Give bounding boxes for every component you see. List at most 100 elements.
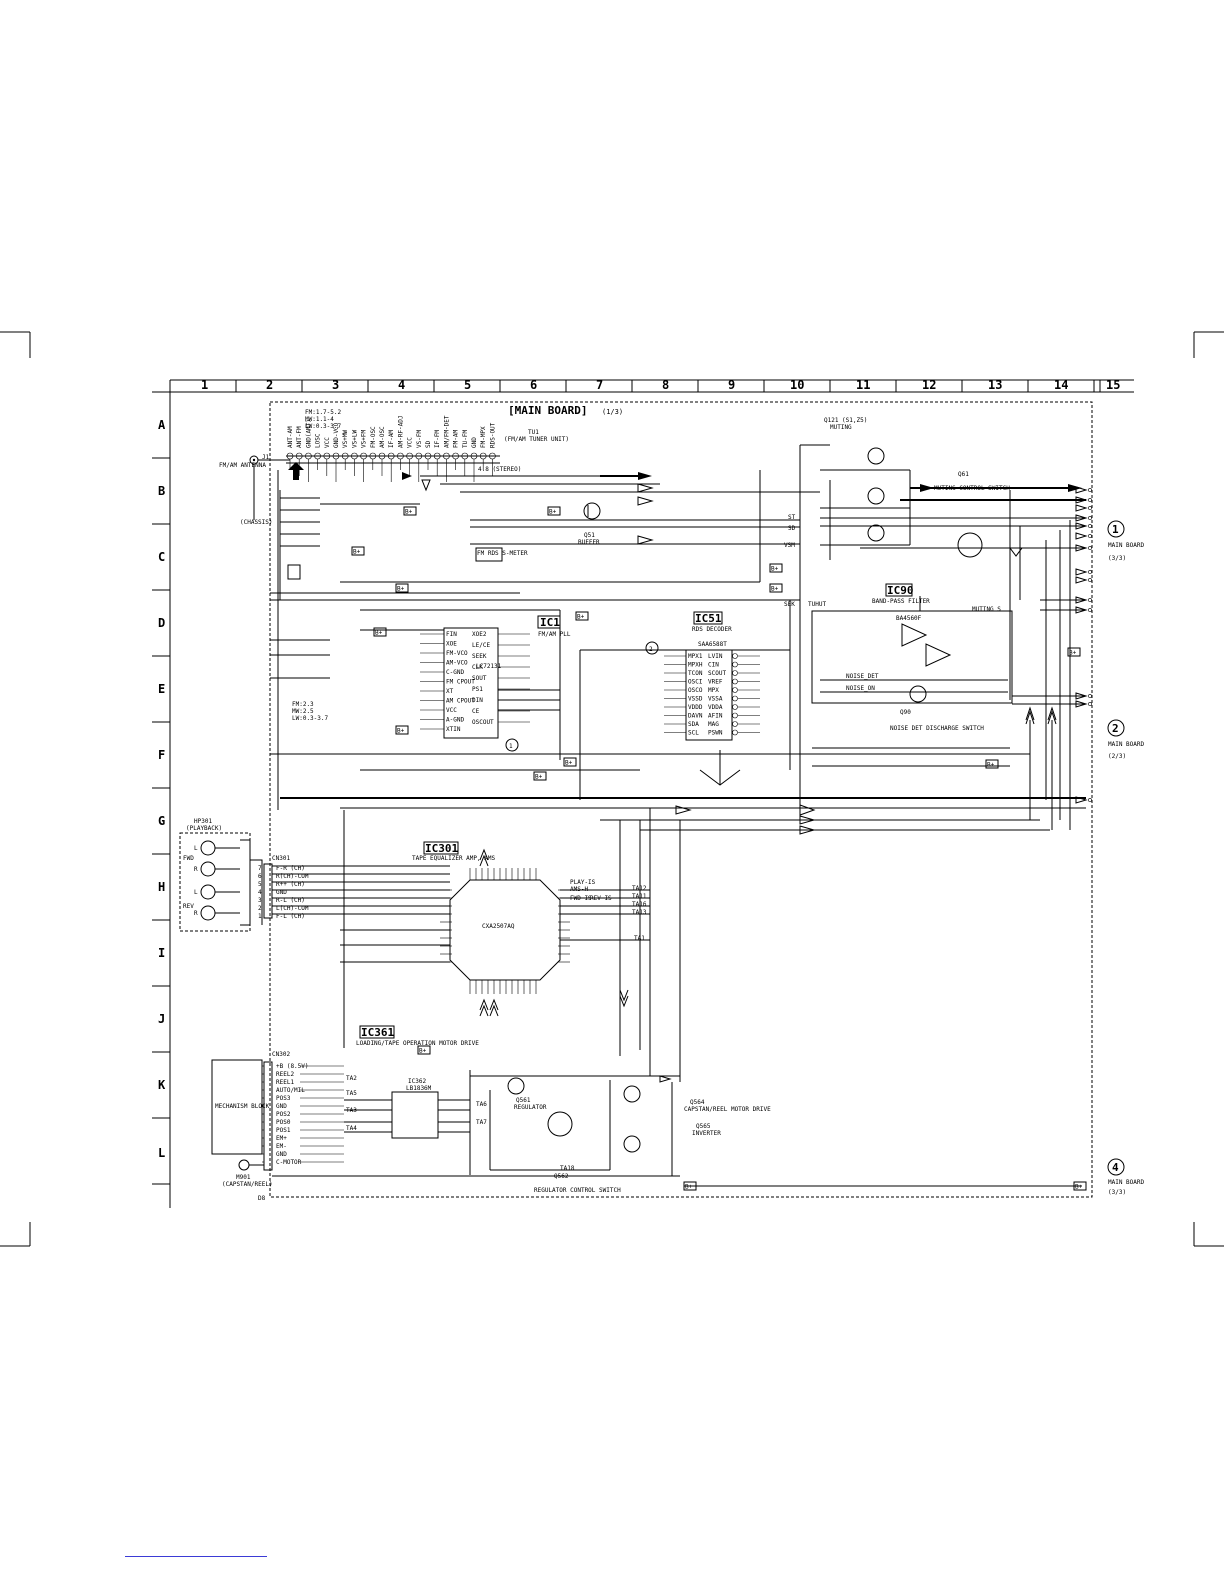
pin-number: 7 [258, 865, 262, 872]
b-plus-tag [395, 583, 409, 593]
grid-col-label: 11 [856, 378, 870, 392]
ic301-block: IC301 TAPE EQUALIZER AMP, AMS CXA2507AQ … [272, 808, 651, 1076]
ic51-pin: MPX1 [688, 653, 703, 660]
b-plus-label: B+ [405, 509, 413, 516]
hp301-ref: HP301 [194, 818, 212, 825]
ic1-band: FM:2.3 [292, 701, 314, 708]
r-label: R [194, 866, 198, 873]
stereo-label: 4.8 (STEREO) [478, 466, 521, 473]
cn302-pin-label: POS1 [276, 1127, 291, 1134]
q90-desc: NOISE DET DISCHARGE SWITCH [890, 725, 984, 732]
fm-rds-smeter: FM RDS S-METER [475, 547, 528, 562]
ic1-pin: C-GND [446, 669, 464, 676]
ic51-desc: RDS DECODER [692, 626, 732, 633]
grid-col-label: 12 [922, 378, 936, 392]
signal-st: ST [788, 514, 796, 521]
column-dividers [235, 380, 1095, 392]
row-labels: A B C D E F G H I J K L [158, 418, 166, 1160]
connector-marker-icon [1107, 719, 1125, 737]
tuner-pin-label: SD [425, 440, 432, 448]
tape-head-icon [200, 884, 216, 900]
cn301-pin-label: R-L (CH) [276, 897, 305, 904]
tuner-pin-label: VCC [324, 437, 331, 448]
cn301-pin-label: F-R (CH) [276, 865, 305, 872]
ic1-pin: XOE2 [472, 631, 487, 638]
fwd-label: FWD [183, 855, 194, 862]
transistor-icon [507, 1077, 525, 1095]
b-plus-tag [575, 611, 589, 621]
q564-desc: CAPSTAN/REEL MOTOR DRIVE [684, 1106, 771, 1113]
b-plus-tag [351, 546, 365, 556]
ta-label: TA2 [346, 1075, 357, 1082]
grid-col-label: 5 [464, 378, 471, 392]
q121-ref: Q121 (S1,Z5) [824, 417, 867, 424]
b-plus-label: B+ [397, 586, 405, 593]
b-plus-label: B+ [549, 509, 557, 516]
antenna-ref: J1 [262, 454, 270, 461]
pin-number: 6 [258, 873, 262, 880]
tuner-pin-label: IF-AM [388, 430, 395, 448]
ic51-pin: MPX [708, 687, 719, 694]
grid-col-label: 8 [662, 378, 669, 392]
signal-arrow-icon [402, 472, 412, 480]
connector-title: MAIN BOARD [1108, 741, 1145, 748]
signal-arrow-icon [675, 805, 692, 815]
connector-4: 4 MAIN BOARD (3/3) [1107, 1158, 1145, 1196]
cn301-ref: CN301 [272, 855, 290, 862]
tuner-pin-label: GND [471, 437, 478, 448]
crop-marks [0, 331, 1224, 1247]
grid-col-label: 14 [1054, 378, 1068, 392]
board-outline [269, 401, 1093, 1198]
connector-ref: 1 [1112, 523, 1119, 536]
ic51-pin: OSCO [688, 687, 703, 694]
ic1-pin: FM CPOUT [446, 679, 475, 686]
b-plus-label: B+ [565, 760, 573, 767]
connector-1-arrows [1075, 486, 1092, 584]
grid-row-label: I [158, 946, 165, 960]
ic1-pin: SEEK [472, 653, 487, 660]
ic1-pin: A-GND [446, 717, 464, 724]
transistor-icon [623, 1085, 641, 1103]
ic51-pin: VDDD [688, 704, 703, 711]
signal-arrow-icon [1068, 484, 1082, 492]
left-passives [270, 490, 800, 679]
ic51-block: IC51 RDS DECODER SAA6588T MPX1MPXHTCONOS… [579, 600, 791, 800]
ic51-pin: MAG [708, 721, 719, 728]
tuner-pin-label: VS+LW [351, 430, 358, 448]
tuner-unit: FM:1.7-5.2 MW:1.1-4 LW:0.3-3.7 TU1 (FM/A… [286, 409, 652, 482]
cn302-mechanism: MECHANISM BLOCK CN302 +B (8.5V)REEL2REEL… [211, 1051, 344, 1202]
grid-col-label: 13 [988, 378, 1002, 392]
grid-row-label: D [158, 616, 165, 630]
hp301-heads: HP301 (PLAYBACK) FWD REV L R L R [179, 818, 263, 932]
grid-row-label: A [158, 418, 166, 432]
ic1-band: LW:0.3-3.7 [292, 715, 329, 722]
grid-row-label: C [158, 550, 165, 564]
ic1-pin: LE/CE [472, 642, 490, 649]
q564-ref: Q564 [690, 1099, 705, 1106]
connector-sheet: (3/3) [1108, 555, 1126, 562]
signal-arrow-icon [920, 484, 934, 492]
up-arrow-icon [489, 998, 499, 1017]
b-plus-tag [769, 563, 783, 573]
tuner-pin-label: AM/FM-DET [443, 415, 450, 448]
connector-arrow-icon [1075, 496, 1088, 504]
signal-vsm: VSM [784, 542, 795, 549]
chassis-label: (CHASSIS) [240, 519, 273, 526]
grid-row-label: L [158, 1146, 165, 1160]
antenna: J1 FM/AM ANTENNA (CHASSIS) [219, 454, 290, 526]
signal-arrow-icon [659, 1075, 672, 1083]
hp301-desc: (PLAYBACK) [186, 825, 222, 832]
rev-label: REV [183, 903, 194, 910]
connector-arrow-icon [1075, 522, 1088, 530]
cn302-pin-label: GND [276, 1103, 287, 1110]
row-dividers [152, 391, 170, 1185]
ic1-pin: FM-VCO [446, 650, 468, 657]
transistor-icon [867, 447, 885, 465]
ic362-body [391, 1091, 439, 1139]
connector-1: 1 MAIN BOARD (3/3) [1107, 520, 1145, 562]
ta-label: TA11 [632, 893, 647, 900]
